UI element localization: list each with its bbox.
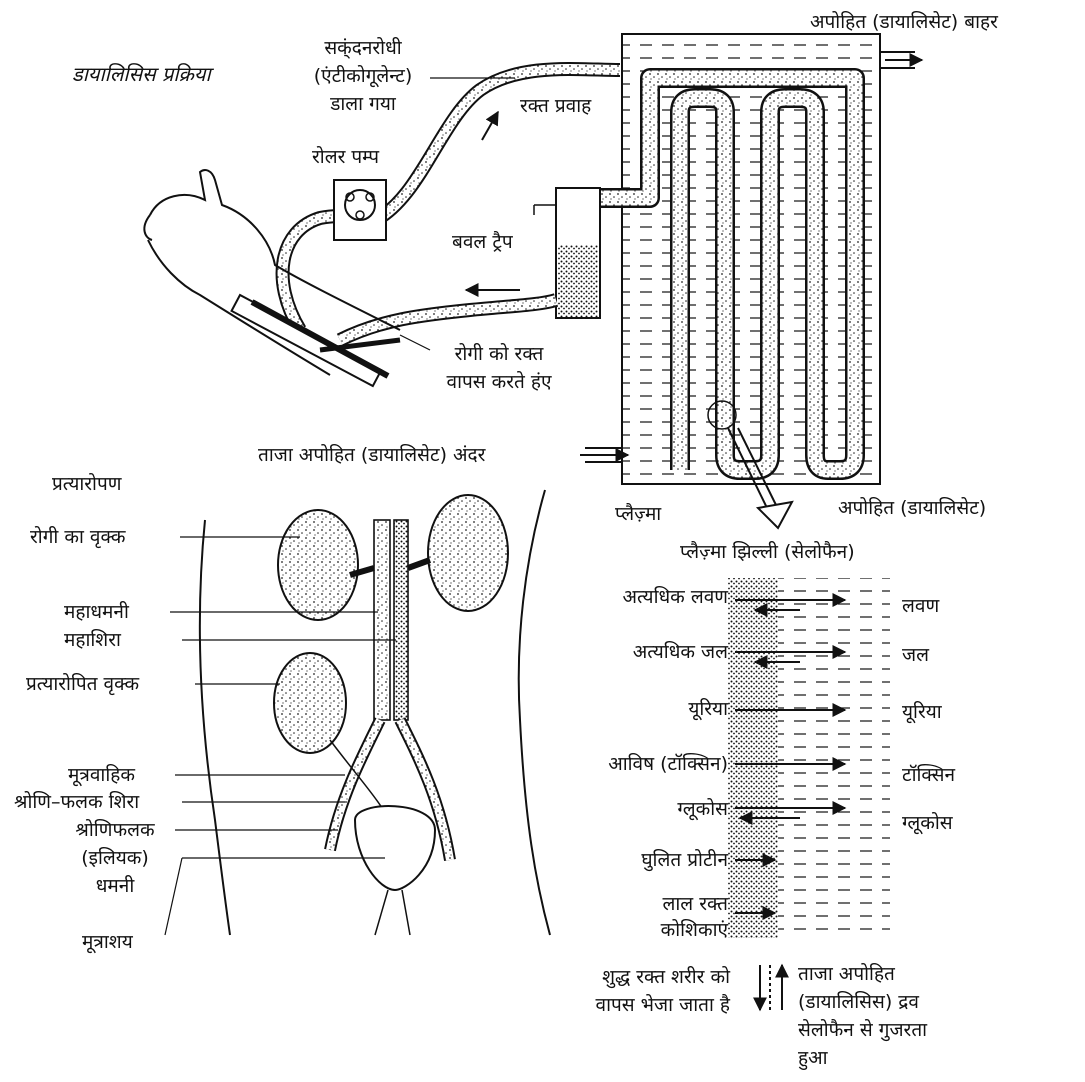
transplanted-kidney-label: प्रत्यारोपित वृक्क <box>26 672 139 696</box>
patient-kidney-label: रोगी का वृक्क <box>30 525 125 549</box>
iliac-artery-label-1: श्रोणिफलक <box>50 818 180 842</box>
roller-pump-label: रोलर पम्प <box>312 145 379 169</box>
fresh-fluid-label-1: ताजा अपोहित <box>798 962 895 986</box>
fresh-dialysate-in-label: ताजा अपोहित (डायालिसेट) अंदर <box>258 443 485 467</box>
exchange-left-urea: यूरिया <box>560 697 728 721</box>
iliac-artery-label-2: (इलियक) <box>50 846 180 870</box>
pure-blood-label-2: वापस भेजा जाता है <box>530 993 730 1017</box>
fresh-fluid-label-4: हुआ <box>798 1046 828 1070</box>
exchange-left-rbc-1: लाल रक्त <box>560 892 728 916</box>
plasma-label: प्लैज़्मा <box>615 502 661 526</box>
dialyser-tank <box>580 34 922 484</box>
exchange-left-toxin: आविष (टॉक्सिन) <box>540 752 728 776</box>
dialysate-out-label: अपोहित (डायालिसेट) बाहर <box>810 10 998 34</box>
fresh-fluid-label-2: (डायालिसिस) द्रव <box>798 990 919 1014</box>
anticoagulant-label-1: सक्ंदनरोधी <box>298 36 428 60</box>
membrane-panel <box>728 578 890 938</box>
roller-pump <box>334 180 386 240</box>
exchange-left-salt: अत्यधिक लवण <box>560 585 728 609</box>
exchange-left-rbc-2: कोशिकाएं <box>560 918 728 942</box>
plasma-membrane-label: प्लैज़्मा झिल्ली (सेलोफैन) <box>680 540 855 564</box>
anticoagulant-label-3: डाला गया <box>298 92 428 116</box>
return-blood-label-1: रोगी को रक्त <box>424 342 574 366</box>
exchange-left-protein: घुलित प्रोटीन <box>560 848 728 872</box>
dialysis-title: डायालिसिस प्रक्रिया <box>72 62 211 86</box>
exchange-right-glucose: ग्लूकोस <box>902 811 953 835</box>
fresh-fluid-label-3: सेलोफैन से गुजरता <box>798 1018 927 1042</box>
ureter-label: मूत्रवाहिक <box>68 763 135 787</box>
exchange-left-glucose: ग्लूकोस <box>560 797 728 821</box>
aorta-label: महाधमनी <box>64 600 129 624</box>
pure-blood-label-1: शुद्ध रक्त शरीर को <box>530 965 730 989</box>
bubble-trap-label: बवल ट्रैप <box>452 230 513 254</box>
transplant-title: प्रत्यारोपण <box>52 472 121 496</box>
exchange-left-water: अत्यधिक जल <box>560 640 728 664</box>
iliac-vein-label: श्रोणि–फलक शिरा <box>14 790 139 814</box>
transplant-drawing <box>200 490 550 935</box>
anticoagulant-label-2: (एंटीकोगूलेन्ट) <box>298 64 428 88</box>
exchange-right-urea: यूरिया <box>902 700 942 724</box>
dialysate-label: अपोहित (डायालिसेट) <box>838 496 986 520</box>
bladder-label: मूत्राशय <box>82 930 133 954</box>
iliac-artery-label-3: धमनी <box>50 874 180 898</box>
blood-flow-label: रक्त प्रवाह <box>520 94 591 118</box>
vena-cava-label: महाशिरा <box>64 628 121 652</box>
return-blood-label-2: वापस करते हंए <box>424 370 574 394</box>
exchange-right-toxin: टॉक्सिन <box>902 763 955 787</box>
exchange-right-salt: लवण <box>902 594 939 618</box>
exchange-right-water: जल <box>902 643 929 667</box>
